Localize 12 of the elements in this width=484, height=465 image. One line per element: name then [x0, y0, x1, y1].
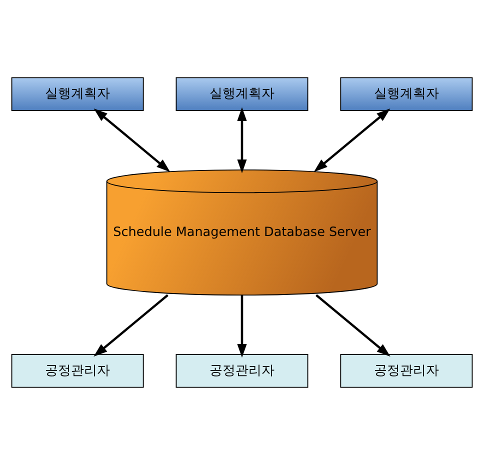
- node-box: 공정관리자: [11, 354, 144, 388]
- node-box: 공정관리자: [176, 354, 308, 388]
- node-box: 실행계획자: [176, 77, 308, 111]
- node-box: 실행계획자: [340, 77, 473, 111]
- node-box: 실행계획자: [11, 77, 144, 111]
- arrow: [316, 294, 390, 357]
- arrow: [94, 294, 168, 357]
- arrow: [94, 108, 170, 172]
- arrow: [314, 108, 390, 172]
- arrow: [237, 107, 247, 174]
- arrow: [237, 295, 247, 358]
- node-box: 공정관리자: [340, 354, 473, 388]
